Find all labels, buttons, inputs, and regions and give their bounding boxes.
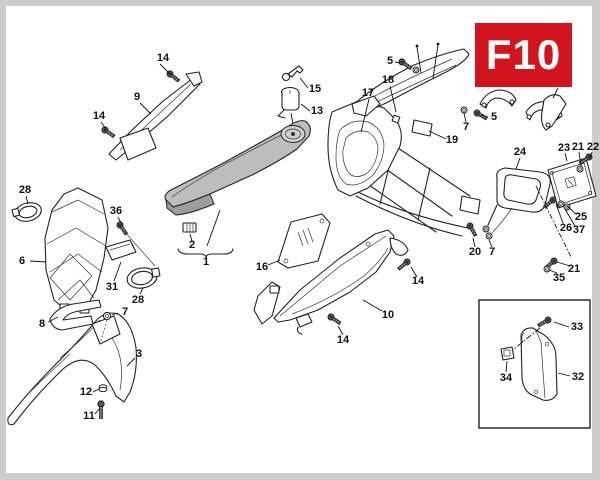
screw-14 [326,312,343,327]
screw-14 [396,257,412,273]
washer-7 [485,232,493,240]
brackets [479,87,567,131]
bolt-11 [97,400,105,419]
clamp-28-right [126,267,161,289]
washer [412,66,420,74]
part-callout-14: 14 [156,52,170,64]
part-callout-14: 14 [411,275,425,287]
screw-14 [100,125,117,140]
figure-code-badge: F10 [475,23,572,87]
part-callout-1: 1 [202,256,210,268]
part-callout-36: 36 [109,205,123,217]
part-callout-18: 18 [381,74,395,86]
part-callout-2: 2 [188,239,196,251]
part-callout-28: 28 [131,294,145,306]
tail-fairing-18 [351,42,470,117]
side-panel-10 [273,229,409,335]
part-callout-8: 8 [38,318,46,330]
bolt-7-front [102,311,112,321]
part-callout-28: 28 [18,184,32,196]
part-callout-19: 19 [445,134,459,146]
clamp-28-left [11,202,42,222]
part-callout-16: 16 [255,261,269,273]
part-callout-7: 7 [121,306,129,318]
washer-25 [557,200,565,208]
part-callout-32: 32 [571,371,585,383]
mud-flap-32 [520,327,558,401]
bracket-24 [482,167,551,233]
screw-36 [115,220,130,237]
part-callout-9: 9 [133,91,141,103]
part-callout-34: 34 [499,372,513,384]
part-callout-21: 21 [567,263,581,275]
part-callout-33: 33 [570,321,584,333]
part-callout-24: 24 [513,146,527,158]
bolt-5 [472,108,489,122]
part-callout-26: 26 [559,222,573,234]
part-callout-31: 31 [105,281,119,293]
washer-7 [460,106,468,114]
part-callout-20: 20 [468,246,482,258]
plate-16 [277,213,331,269]
plate-31 [105,239,137,261]
part-callout-5: 5 [490,111,498,123]
part-callout-7: 7 [488,246,496,258]
inset-box [478,299,591,429]
part-callout-7: 7 [462,121,470,133]
part-callout-37: 37 [572,224,586,236]
seat-1 [164,120,311,258]
seat-lock-key [277,65,304,125]
part-callout-23: 23 [557,142,571,154]
nut-12 [98,384,108,393]
clip-34 [500,346,515,361]
part-callout-21: 21 [571,141,585,153]
bracket-8 [49,299,102,331]
part-callout-14: 14 [92,110,106,122]
part-callout-14: 14 [336,334,350,346]
leader-lines [25,61,593,415]
part-callout-22: 22 [586,141,600,153]
bolt-20 [465,221,479,238]
part-callout-13: 13 [310,105,324,117]
front-fender-3 [7,312,137,426]
headlight-mask-6 [44,187,109,314]
part-callout-35: 35 [552,272,566,284]
part-callout-12: 12 [79,386,93,398]
figure-code-text: F10 [485,31,562,78]
part-callout-15: 15 [308,83,322,95]
part-callout-17: 17 [361,87,375,99]
part-callout-3: 3 [135,348,143,360]
part-callout-5: 5 [386,55,394,67]
side-panel-left [253,281,281,325]
washer-21 [576,165,584,173]
part-callout-25: 25 [574,211,588,223]
part-callout-10: 10 [381,309,395,321]
part-callout-11: 11 [83,410,95,422]
washer-35 [543,265,551,273]
ecu-plate-23 [547,157,597,209]
part-callout-6: 6 [18,255,26,267]
shroud-strip-9 [108,71,203,161]
